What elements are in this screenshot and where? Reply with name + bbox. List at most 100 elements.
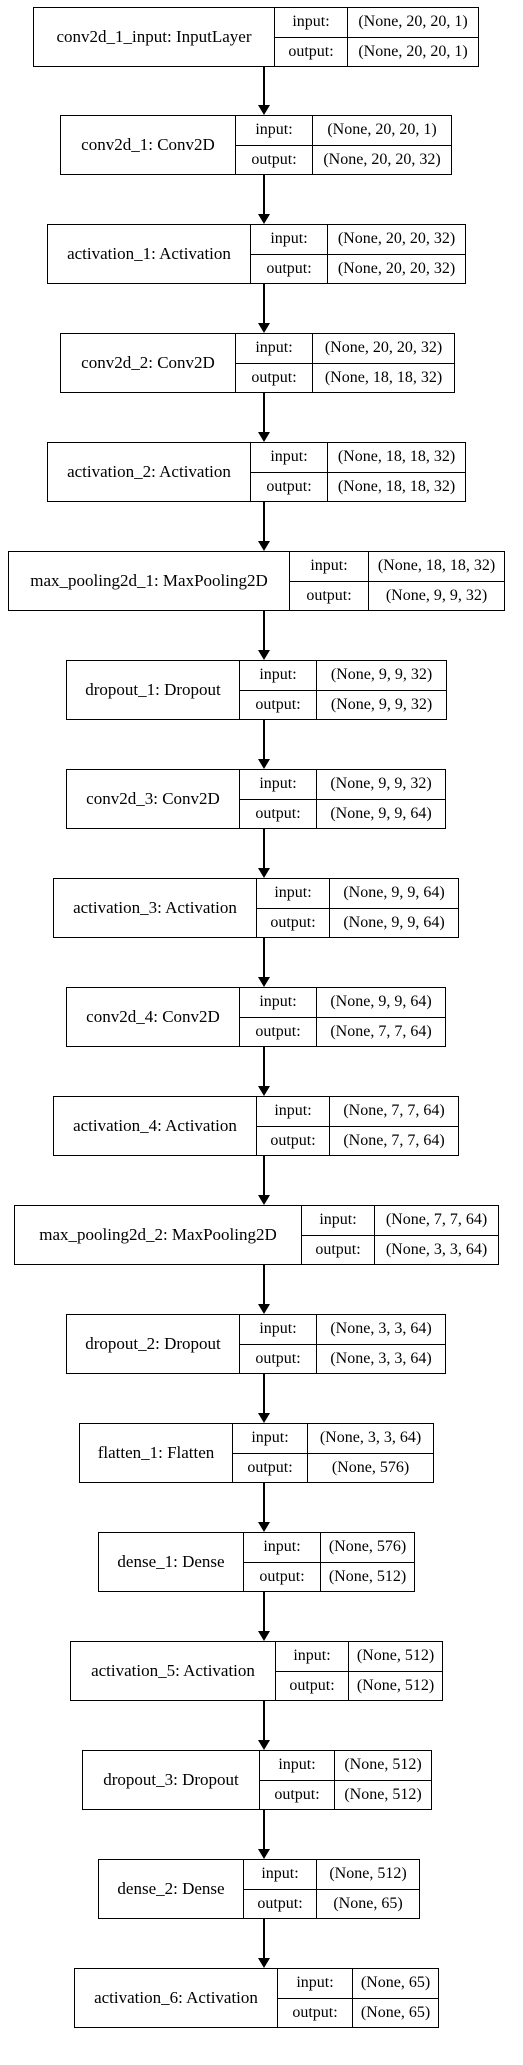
layer-name: max_pooling2d_1: MaxPooling2D — [9, 552, 290, 610]
layer-node: max_pooling2d_2: MaxPooling2D input: out… — [14, 1205, 499, 1265]
layer-name: activation_6: Activation — [75, 1969, 278, 2027]
output-shape: (None, 18, 18, 32) — [337, 477, 456, 495]
input-shape: (None, 7, 7, 64) — [330, 1097, 458, 1127]
output-shape: (None, 576) — [331, 1458, 410, 1476]
output-label: output: — [259, 1567, 305, 1585]
input-label: input: — [302, 1206, 374, 1236]
input-shape: (None, 65) — [353, 1969, 438, 1999]
input-label: input: — [257, 1097, 329, 1127]
input-label: input: — [240, 988, 316, 1018]
input-shape: (None, 18, 18, 32) — [369, 552, 504, 582]
layer-name: conv2d_4: Conv2D — [67, 988, 240, 1046]
output-label: output: — [270, 1131, 316, 1149]
input-shape: (None, 3, 3, 64) — [317, 1315, 445, 1345]
input-label: input: — [236, 334, 312, 364]
input-label: input: — [240, 770, 316, 800]
layer-name: activation_2: Activation — [48, 443, 251, 501]
output-label: output: — [274, 1785, 320, 1803]
input-shape: (None, 7, 7, 64) — [375, 1206, 498, 1236]
output-shape: (None, 9, 9, 32) — [330, 695, 433, 713]
output-shape: (None, 20, 20, 32) — [337, 259, 456, 277]
layer-name: activation_5: Activation — [71, 1642, 276, 1700]
output-label: output: — [247, 1458, 293, 1476]
output-shape: (None, 512) — [356, 1676, 435, 1694]
layer-node: activation_1: Activation input: output: … — [47, 224, 466, 284]
output-shape: (None, 3, 3, 64) — [330, 1349, 432, 1367]
layer-name: activation_4: Activation — [54, 1097, 257, 1155]
input-label: input: — [276, 1642, 348, 1672]
output-shape: (None, 20, 20, 32) — [323, 150, 441, 168]
output-shape: (None, 7, 7, 64) — [330, 1022, 432, 1040]
layer-node: conv2d_2: Conv2D input: output: (None, 2… — [60, 333, 455, 393]
output-shape: (None, 20, 20, 1) — [358, 42, 468, 60]
input-label: input: — [233, 1424, 307, 1454]
output-shape: (None, 65) — [333, 1894, 403, 1912]
output-shape: (None, 512) — [328, 1567, 407, 1585]
layer-name: max_pooling2d_2: MaxPooling2D — [15, 1206, 302, 1264]
output-label: output: — [251, 368, 297, 386]
input-label: input: — [260, 1751, 334, 1781]
output-label: output: — [288, 42, 334, 60]
input-shape: (None, 20, 20, 32) — [313, 334, 454, 364]
output-label: output: — [266, 477, 312, 495]
layer-name: dropout_1: Dropout — [67, 661, 240, 719]
input-label: input: — [240, 661, 316, 691]
input-label: input: — [244, 1533, 320, 1563]
output-label: output: — [257, 1894, 303, 1912]
layer-name: flatten_1: Flatten — [80, 1424, 233, 1482]
output-label: output: — [266, 259, 312, 277]
input-shape: (None, 9, 9, 32) — [317, 770, 445, 800]
layer-name: conv2d_2: Conv2D — [61, 334, 236, 392]
layer-name: activation_3: Activation — [54, 879, 257, 937]
output-shape: (None, 18, 18, 32) — [324, 368, 443, 386]
layer-node: dropout_3: Dropout input: output: (None,… — [82, 1750, 432, 1810]
input-label: input: — [257, 879, 329, 909]
layer-node: conv2d_1: Conv2D input: output: (None, 2… — [60, 115, 452, 175]
input-shape: (None, 9, 9, 64) — [330, 879, 458, 909]
layer-node: dropout_1: Dropout input: output: (None,… — [66, 660, 447, 720]
output-label: output: — [270, 913, 316, 931]
layer-node: activation_2: Activation input: output: … — [47, 442, 466, 502]
layer-name: conv2d_3: Conv2D — [67, 770, 240, 828]
layer-node: conv2d_3: Conv2D input: output: (None, 9… — [66, 769, 446, 829]
output-label: output: — [315, 1240, 361, 1258]
input-label: input: — [275, 8, 347, 38]
output-label: output: — [255, 1349, 301, 1367]
input-label: input: — [240, 1315, 316, 1345]
output-label: output: — [255, 1022, 301, 1040]
output-label: output: — [292, 2003, 338, 2021]
layer-name: conv2d_1: Conv2D — [61, 116, 236, 174]
output-label: output: — [255, 695, 301, 713]
layer-name: activation_1: Activation — [48, 225, 251, 283]
layer-node: activation_5: Activation input: output: … — [70, 1641, 443, 1701]
layer-node: max_pooling2d_1: MaxPooling2D input: out… — [8, 551, 505, 611]
layer-name: dropout_2: Dropout — [67, 1315, 240, 1373]
output-shape: (None, 65) — [360, 2003, 431, 2021]
output-shape: (None, 7, 7, 64) — [343, 1131, 445, 1149]
layer-node: flatten_1: Flatten input: output: (None,… — [79, 1423, 434, 1483]
input-shape: (None, 512) — [317, 1860, 419, 1890]
input-shape: (None, 9, 9, 32) — [317, 661, 446, 691]
output-label: output: — [255, 804, 301, 822]
output-shape: (None, 9, 9, 64) — [343, 913, 445, 931]
output-shape: (None, 3, 3, 64) — [385, 1240, 488, 1258]
input-shape: (None, 3, 3, 64) — [308, 1424, 433, 1454]
input-label: input: — [251, 225, 327, 255]
input-label: input: — [251, 443, 327, 473]
output-shape: (None, 512) — [344, 1785, 422, 1803]
output-shape: (None, 9, 9, 64) — [330, 804, 432, 822]
input-label: input: — [278, 1969, 352, 1999]
layer-node: dense_2: Dense input: output: (None, 512… — [98, 1859, 420, 1919]
output-shape: (None, 9, 9, 32) — [385, 586, 488, 604]
input-shape: (None, 512) — [335, 1751, 431, 1781]
layer-node: conv2d_4: Conv2D input: output: (None, 9… — [66, 987, 446, 1047]
layer-name: conv2d_1_input: InputLayer — [34, 8, 275, 66]
output-label: output: — [251, 150, 297, 168]
layer-node: dropout_2: Dropout input: output: (None,… — [66, 1314, 446, 1374]
layer-name: dense_1: Dense — [99, 1533, 244, 1591]
layer-node: activation_6: Activation input: output: … — [74, 1968, 439, 2028]
input-shape: (None, 20, 20, 1) — [348, 8, 478, 38]
layer-node: conv2d_1_input: InputLayer input: output… — [33, 7, 479, 67]
input-shape: (None, 20, 20, 32) — [328, 225, 465, 255]
